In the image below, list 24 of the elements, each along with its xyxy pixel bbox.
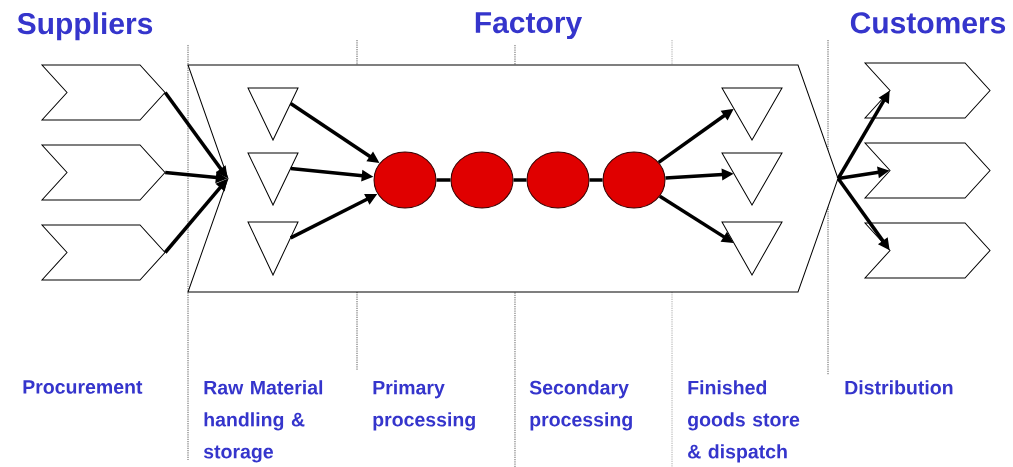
- chevron-shape: [41, 224, 166, 281]
- stage-label: Distribution: [845, 380, 953, 395]
- stage-label: Primary processing: [373, 380, 475, 431]
- process-circle: [526, 151, 590, 209]
- triangle-marker: [721, 152, 783, 206]
- triangle-marker: [247, 221, 299, 276]
- chevron-shape: [864, 142, 991, 199]
- process-circle: [602, 151, 666, 209]
- triangle-marker: [721, 87, 783, 141]
- column-heading: Customers: [850, 12, 1006, 34]
- column-heading: Factory: [475, 12, 583, 40]
- stage-label: Secondary processing: [529, 380, 632, 431]
- process-circle: [373, 151, 437, 209]
- stage-label: Raw Material handling & storage: [203, 380, 323, 463]
- chevron-shape: [41, 144, 166, 201]
- stage-label: Finished goods store & dispatch: [688, 380, 800, 463]
- triangle-marker: [247, 87, 299, 141]
- chevron-shape: [41, 64, 166, 121]
- triangle-marker: [721, 221, 783, 276]
- triangle-marker: [247, 152, 299, 206]
- chevron-shape: [864, 222, 991, 279]
- chevron-shape: [864, 62, 991, 119]
- stage-label: Procurement: [23, 380, 143, 394]
- process-circle: [450, 151, 514, 209]
